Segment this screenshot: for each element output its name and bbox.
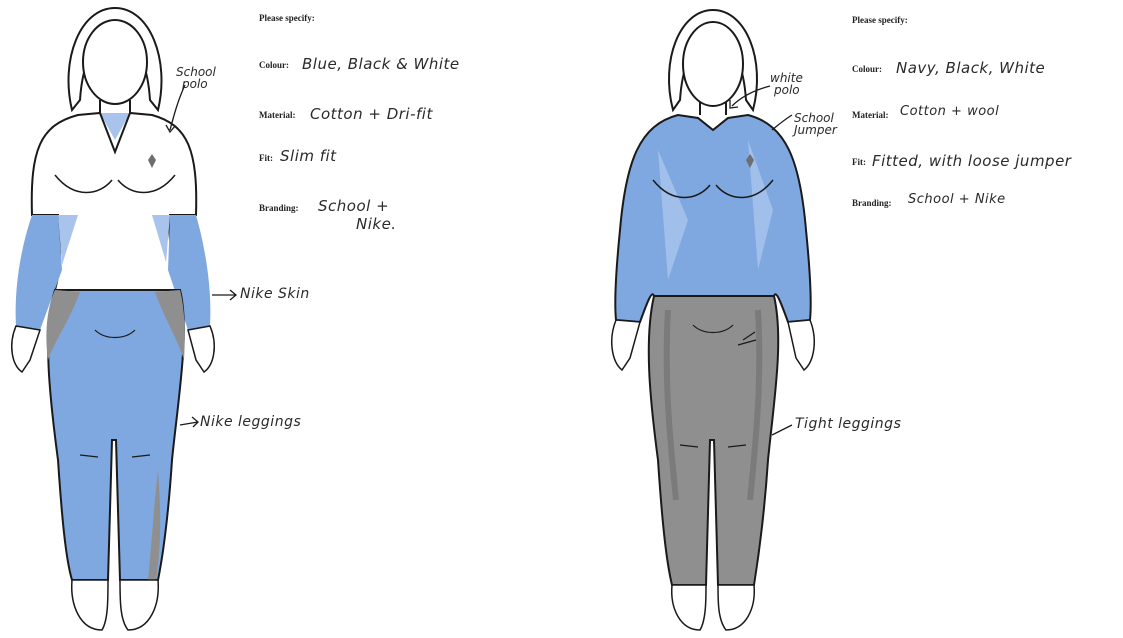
left-annotation-arrows [160, 70, 240, 430]
left-note-nike-skin: Nike Skin [240, 286, 310, 302]
right-branding-value: School + Nike [908, 192, 1006, 207]
right-note-polo-line2: polo [770, 84, 803, 96]
left-fit-value: Slim fit [280, 147, 337, 165]
left-material-label: Material: [259, 110, 295, 120]
left-colour-value: Blue, Black & White [302, 55, 460, 73]
left-branding-value-line2: Nike. [356, 215, 397, 233]
right-fit-value: Fitted, with loose jumper [872, 152, 1071, 170]
right-note-school-jumper: School Jumper [794, 112, 837, 136]
left-colour-label: Colour: [259, 60, 289, 70]
left-branding-label: Branding: [259, 203, 299, 213]
right-fit-label: Fit: [852, 157, 866, 167]
right-spec-header: Please specify: [852, 15, 908, 25]
left-spec-header: Please specify: [259, 13, 315, 23]
right-branding-label: Branding: [852, 198, 892, 208]
left-branding-value-line1: School + [318, 197, 389, 215]
right-note-tight-leggings: Tight leggings [795, 416, 901, 432]
left-fit-label: Fit: [259, 153, 273, 163]
right-note-white-polo: white polo [770, 72, 803, 96]
left-material-value: Cotton + Dri-fit [310, 105, 433, 123]
left-note-school-polo: School polo [176, 66, 216, 90]
left-note-nike-leggings: Nike leggings [200, 414, 301, 430]
right-note-jumper-line2: Jumper [794, 124, 837, 136]
right-material-label: Material: [852, 110, 888, 120]
right-colour-label: Colour: [852, 64, 882, 74]
left-note-polo-line2: polo [176, 78, 216, 90]
right-colour-value: Navy, Black, White [896, 59, 1045, 77]
right-material-value: Cotton + wool [900, 104, 999, 119]
